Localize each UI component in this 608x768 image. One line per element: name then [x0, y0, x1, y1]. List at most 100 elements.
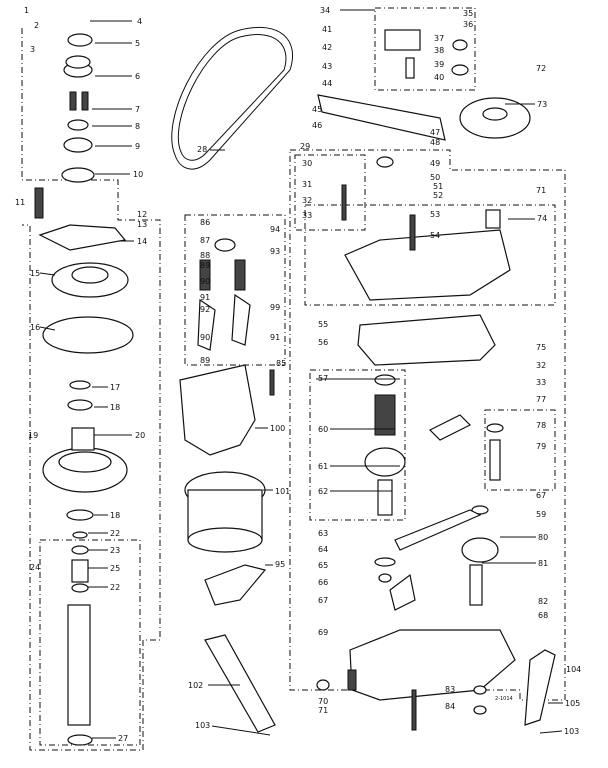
- callout-20: 20: [135, 431, 145, 440]
- callout-47: 47: [430, 128, 440, 137]
- callout-91: 91: [200, 293, 210, 302]
- callout-33b: 33: [536, 378, 546, 387]
- callout-86: 86: [200, 218, 210, 227]
- callout-3: 3: [30, 45, 35, 54]
- callout-88: 88: [200, 251, 210, 260]
- callout-55: 55: [318, 320, 328, 329]
- callout-87: 87: [200, 236, 210, 245]
- callout-5: 5: [135, 39, 140, 48]
- callout-35: 35: [463, 9, 473, 18]
- callout-62: 62: [318, 487, 328, 496]
- callout-90: 90: [200, 277, 210, 286]
- callout-18: 18: [110, 403, 120, 412]
- middle-column-parts: [179, 238, 275, 606]
- callout-90b: 90: [200, 333, 210, 342]
- callout-74: 74: [537, 214, 547, 223]
- callout-54: 54: [430, 231, 440, 240]
- callout-25: 25: [110, 564, 120, 573]
- callout-32b: 32: [536, 361, 546, 370]
- left-column-parts: [34, 33, 134, 746]
- callout-67b: 67: [536, 491, 546, 500]
- callout-102: 102: [188, 681, 203, 690]
- callout-92: 92: [200, 305, 210, 314]
- callout-80: 80: [538, 533, 548, 542]
- callout-100: 100: [270, 424, 285, 433]
- callout-15: 15: [30, 269, 40, 278]
- callout-67: 67: [318, 596, 328, 605]
- callout-103b: 103: [564, 727, 579, 736]
- callout-32: 32: [302, 196, 312, 205]
- callout-13: 13: [137, 220, 147, 229]
- callout-48: 48: [430, 138, 440, 147]
- callout-39: 39: [434, 60, 444, 69]
- callout-52: 52: [433, 191, 443, 200]
- callout-104: 104: [566, 665, 581, 674]
- callout-34: 34: [320, 6, 330, 15]
- callout-12: 12: [137, 210, 147, 219]
- callout-2: 2: [34, 21, 39, 30]
- footer-code: 2-1014: [495, 696, 513, 702]
- callout-23: 23: [110, 546, 120, 555]
- callout-29: 29: [300, 142, 310, 151]
- callout-38: 38: [434, 46, 444, 55]
- callout-41: 41: [322, 25, 332, 34]
- callout-33: 33: [302, 211, 312, 220]
- callout-60: 60: [318, 425, 328, 434]
- callout-17: 17: [110, 383, 120, 392]
- group-frames: [21, 7, 566, 751]
- callout-64: 64: [318, 545, 328, 554]
- callout-78: 78: [536, 421, 546, 430]
- callout-66: 66: [318, 578, 328, 587]
- callout-103: 103: [195, 721, 210, 730]
- callout-77: 77: [536, 395, 546, 404]
- right-side-parts: [204, 29, 556, 733]
- callout-75: 75: [536, 343, 546, 352]
- callout-16: 16: [30, 323, 40, 332]
- callout-50: 50: [430, 173, 440, 182]
- callout-27: 27: [118, 734, 128, 743]
- callout-68: 68: [538, 611, 548, 620]
- callout-72: 72: [536, 64, 546, 73]
- callout-65: 65: [318, 561, 328, 570]
- callout-8: 8: [135, 122, 140, 131]
- callout-69: 69: [318, 628, 328, 637]
- callout-105: 105: [565, 699, 580, 708]
- callout-19: 19: [28, 431, 38, 440]
- callout-49: 49: [430, 159, 440, 168]
- callout-31: 31: [302, 180, 312, 189]
- callout-9: 9: [135, 142, 140, 151]
- callout-53: 53: [430, 210, 440, 219]
- callout-56: 56: [318, 338, 328, 347]
- callout-6: 6: [135, 72, 140, 81]
- callout-61: 61: [318, 462, 328, 471]
- callout-14: 14: [137, 237, 147, 246]
- callout-43: 43: [322, 62, 332, 71]
- callout-99: 99: [270, 303, 280, 312]
- callout-82: 82: [538, 597, 548, 606]
- callout-101: 101: [275, 487, 290, 496]
- callout-51: 51: [433, 182, 443, 191]
- callout-93: 93: [270, 247, 280, 256]
- belt-part: [171, 26, 294, 170]
- callout-28: 28: [197, 145, 207, 154]
- callout-71: 71: [536, 186, 546, 195]
- callout-24: 24: [30, 563, 40, 572]
- callout-70: 70: [318, 697, 328, 706]
- callout-81: 81: [538, 559, 548, 568]
- callout-89: 89: [200, 261, 210, 270]
- callout-59: 59: [536, 510, 546, 519]
- callout-40: 40: [434, 73, 444, 82]
- callout-30: 30: [302, 159, 312, 168]
- callout-37: 37: [434, 34, 444, 43]
- callout-91b: 91: [270, 333, 280, 342]
- callout-89b: 89: [200, 356, 210, 365]
- leader-lines: [39, 9, 563, 739]
- callout-63: 63: [318, 529, 328, 538]
- callout-73: 73: [537, 100, 547, 109]
- callout-10: 10: [133, 170, 143, 179]
- callout-46: 46: [312, 121, 322, 130]
- callout-95: 95: [275, 560, 285, 569]
- callout-45: 45: [312, 105, 322, 114]
- callout-83: 83: [445, 685, 455, 694]
